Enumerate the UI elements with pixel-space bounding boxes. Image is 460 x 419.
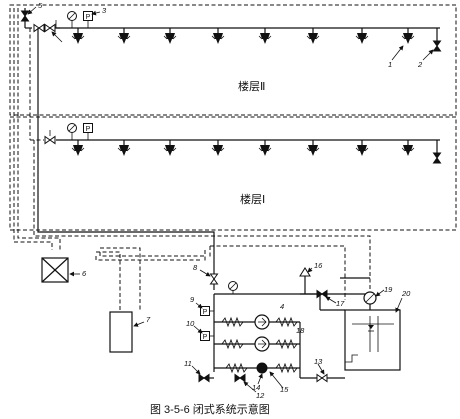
alarm-bell-box — [41, 257, 69, 283]
callout-19: 19 — [384, 285, 393, 294]
callout-leaders — [27, 6, 434, 393]
riser-and-signal-lines — [13, 8, 371, 312]
valve-12 — [234, 374, 246, 382]
callout-14: 14 — [252, 383, 260, 392]
main-supply-pipe — [37, 28, 215, 290]
callout-7: 7 — [146, 315, 151, 324]
callout-13: 13 — [314, 357, 323, 366]
callout-4: 4 — [280, 302, 284, 311]
floor-2-outline — [9, 4, 457, 116]
controller-box — [109, 311, 133, 353]
floor-2-sprinkler-line — [24, 8, 441, 52]
fire-pump-2 — [254, 336, 270, 352]
callout-8: 8 — [193, 263, 198, 272]
floor-1-label: 楼层Ⅰ — [240, 192, 265, 206]
water-tank-20 — [344, 309, 401, 371]
callout-9: 9 — [190, 295, 195, 304]
main-valve-8 — [210, 273, 218, 285]
callout-12: 12 — [256, 391, 265, 400]
level-instrument-19 — [363, 291, 377, 305]
jockey-pump — [256, 362, 268, 374]
valve-11 — [198, 374, 210, 382]
floor-2-end-valve — [21, 10, 29, 22]
callout-18: 18 — [296, 326, 305, 335]
callout-16: 16 — [314, 261, 323, 270]
callout-5: 5 — [38, 1, 43, 10]
callout-15: 15 — [280, 385, 289, 394]
callout-6: 6 — [82, 269, 87, 278]
fire-pump-1 — [254, 314, 270, 330]
callout-10: 10 — [186, 319, 195, 328]
floor-1-outline — [9, 116, 457, 231]
pump-piping — [200, 277, 371, 379]
figure-caption: 图 3-5-6 闭式系统示意图 — [150, 402, 270, 416]
callout-3: 3 — [102, 6, 107, 15]
valve-13 — [316, 374, 328, 382]
callout-17: 17 — [336, 299, 345, 308]
floor-1-sprinkler-line — [30, 123, 441, 164]
callout-2: 2 — [417, 60, 423, 69]
callout-20: 20 — [401, 289, 411, 298]
main-pressure-gauge — [228, 281, 238, 291]
callout-1: 1 — [388, 60, 392, 69]
check-valve-17 — [316, 290, 328, 298]
callout-11: 11 — [184, 359, 192, 368]
floor-2-label: 楼层Ⅱ — [238, 79, 265, 93]
